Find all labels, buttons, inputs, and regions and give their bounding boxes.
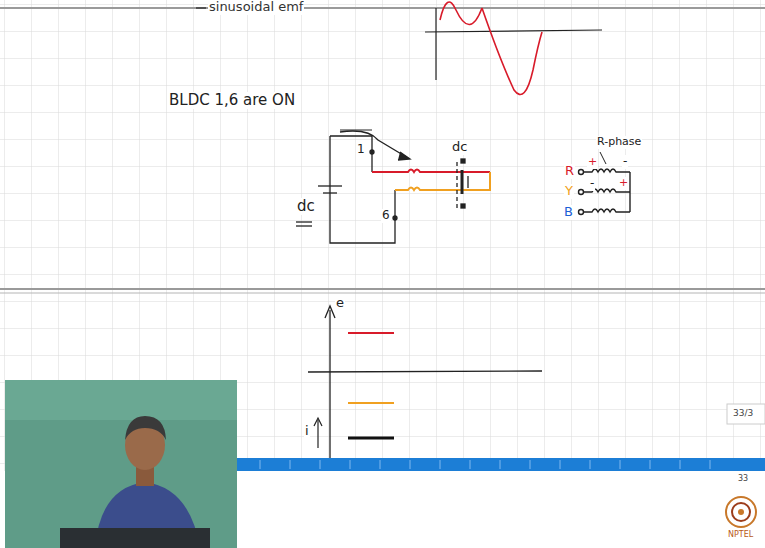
sine-sketch [196, 2, 602, 95]
note-text: sinusoidal emf [208, 0, 304, 15]
phase-label: R-phase [596, 136, 642, 149]
phase-wires [372, 170, 490, 191]
polarity-sign: + [618, 177, 629, 190]
page-divider [0, 288, 765, 290]
switch-number: 1 [356, 143, 366, 157]
winding-sketch [579, 152, 631, 215]
timestamp: 33 [737, 474, 749, 483]
inverter-circuit [296, 130, 410, 243]
source-label: dc [451, 140, 468, 155]
polarity-sign: - [622, 155, 628, 169]
polarity-sign: - [589, 177, 595, 191]
back-emf-source [457, 159, 468, 208]
terminal-label: R [564, 164, 575, 179]
terminal-label: Y [564, 184, 574, 199]
presenter-video [5, 380, 237, 548]
logo-text: NPTEL [727, 530, 754, 539]
terminal-label: B [563, 205, 574, 220]
note-text: BLDC 1,6 are ON [168, 92, 296, 109]
axis-label: e [335, 296, 345, 311]
page-counter-box [727, 404, 765, 424]
page-divider [0, 293, 765, 294]
page-edge [0, 7, 765, 9]
nptel-logo [726, 497, 756, 527]
page-counter: 33/3 [732, 408, 754, 418]
axis-label: i [304, 424, 310, 439]
emf-current-plot [308, 306, 542, 465]
source-label: dc [296, 198, 316, 215]
progress-bar [237, 458, 765, 471]
switch-number: 6 [381, 209, 391, 223]
polarity-sign: + [587, 156, 598, 169]
progress-ticks [260, 460, 710, 469]
